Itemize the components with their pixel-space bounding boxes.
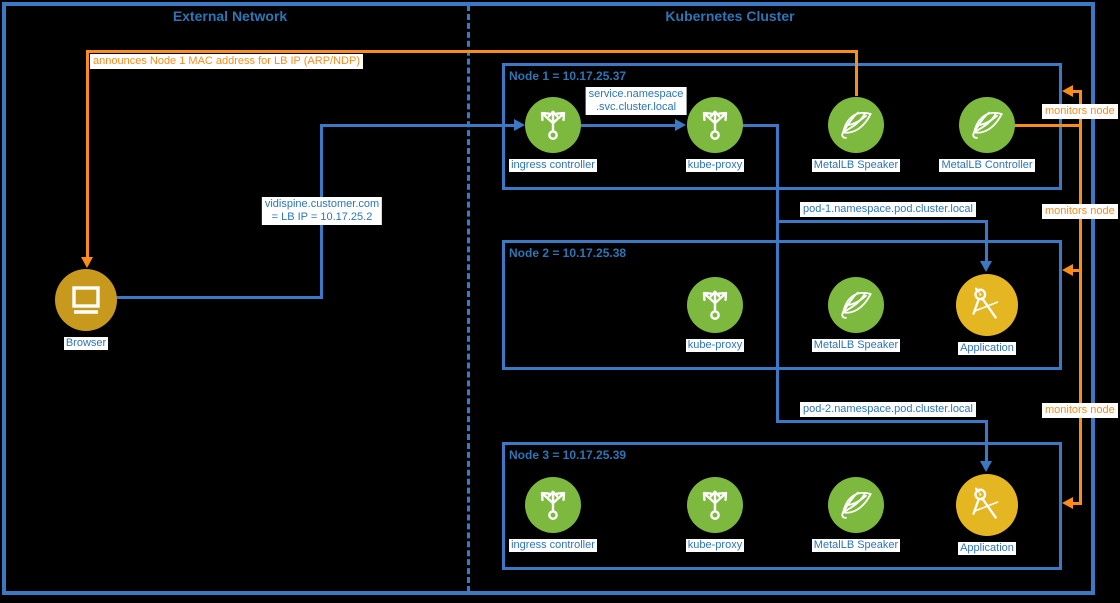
node1-metallb-controller: MetalLB Controller xyxy=(922,97,1052,173)
node-2-box: Node 2 = 10.17.25.38 xyxy=(502,240,1062,370)
metallb-icon xyxy=(959,97,1015,153)
application-icon xyxy=(956,474,1018,536)
kubernetes-cluster-title: Kubernetes Cluster xyxy=(665,8,795,24)
pod1-dns-label: pod-1.namespace.pod.cluster.local xyxy=(800,202,976,217)
load-balancer-icon xyxy=(687,97,743,153)
load-balancer-icon xyxy=(687,277,743,333)
component-label: kube-proxy xyxy=(685,539,745,552)
edge-monitors-node1-stub xyxy=(1072,90,1082,93)
metallb-icon xyxy=(828,277,884,333)
node2-application: Application xyxy=(922,274,1052,356)
edge-pod1-vertical xyxy=(985,220,988,262)
edge-monitors-node2-stub xyxy=(1072,269,1082,272)
monitors-node3-label: monitors node xyxy=(1042,403,1118,418)
edge-announce-horizontal xyxy=(86,50,858,53)
node-2-title: Node 2 = 10.17.25.38 xyxy=(509,246,627,260)
diagram-outer-frame xyxy=(2,2,1095,595)
edge-pod2-horizontal xyxy=(776,420,988,423)
node3-metallb-speaker: MetalLB Speaker xyxy=(791,477,921,553)
edge-to-ingress xyxy=(320,124,515,127)
component-label: kube-proxy xyxy=(685,339,745,352)
edge-monitors-from-controller xyxy=(1015,124,1081,127)
edge-main-vertical xyxy=(776,124,779,423)
load-balancer-icon xyxy=(525,97,581,153)
network-boundary-divider xyxy=(467,5,470,592)
load-balancer-icon xyxy=(525,477,581,533)
arrowhead-into-browser xyxy=(81,257,93,268)
service-dns-line2: .svc.cluster.local xyxy=(595,101,677,113)
service-dns-line1: service.namespace xyxy=(588,88,684,100)
edge-ingress-to-kubeproxy xyxy=(581,124,675,127)
browser-icon xyxy=(55,269,117,331)
edge-announce-vertical xyxy=(86,50,89,258)
monitors-node2-label: monitors node xyxy=(1042,204,1118,219)
arrowhead-monitors-node3 xyxy=(1062,497,1073,509)
component-label: ingress controller xyxy=(509,539,597,552)
arrowhead-monitors-node2 xyxy=(1062,264,1073,276)
edge-pod2-vertical xyxy=(985,420,988,462)
node-1-title: Node 1 = 10.17.25.37 xyxy=(509,69,627,83)
node1-kube-proxy: kube-proxy xyxy=(650,97,780,173)
edge-pod1-horizontal xyxy=(776,220,988,223)
component-label: MetalLB Speaker xyxy=(811,539,901,552)
edge-announce-from-speaker xyxy=(855,50,858,96)
browser-label: Browser xyxy=(63,337,109,350)
component-label: kube-proxy xyxy=(685,159,745,172)
node-3-box: Node 3 = 10.17.25.39 xyxy=(502,442,1062,570)
component-label: Application xyxy=(958,542,1016,555)
vidispine-dns-label: vidispine.customer.com = LB IP = 10.17.2… xyxy=(261,197,383,225)
node-3-title: Node 3 = 10.17.25.39 xyxy=(509,448,627,462)
metallb-icon xyxy=(828,477,884,533)
metallb-icon xyxy=(828,97,884,153)
component-label: ingress controller xyxy=(509,159,597,172)
browser-node: Browser xyxy=(21,269,151,351)
vidispine-line2: = LB IP = 10.17.25.2 xyxy=(271,211,373,223)
node1-metallb-speaker: MetalLB Speaker xyxy=(791,97,921,173)
node3-kube-proxy: kube-proxy xyxy=(650,477,780,553)
announce-edge-label: announces Node 1 MAC address for LB IP (… xyxy=(90,54,363,69)
arrowhead-into-kubeproxy xyxy=(675,119,686,131)
service-dns-label: service.namespace .svc.cluster.local xyxy=(585,87,687,115)
node2-kube-proxy: kube-proxy xyxy=(650,277,780,353)
edge-monitors-vertical xyxy=(1079,90,1082,504)
arrowhead-into-ingress xyxy=(514,119,525,131)
node3-ingress-controller: ingress controller xyxy=(488,477,618,553)
edge-monitors-node3-stub xyxy=(1072,502,1082,505)
edge-kubeproxy-out xyxy=(739,124,778,127)
node1-ingress-controller: ingress controller xyxy=(488,97,618,173)
vidispine-line1: vidispine.customer.com xyxy=(264,198,380,210)
edge-browser-horizontal xyxy=(116,296,323,299)
monitors-node1-label: monitors node xyxy=(1042,104,1118,119)
component-label: MetalLB Controller xyxy=(939,159,1035,172)
arrowhead-into-application-node2 xyxy=(980,261,992,272)
arrowhead-into-application-node3 xyxy=(980,461,992,472)
external-network-title: External Network xyxy=(172,8,288,24)
component-label: Application xyxy=(958,342,1016,355)
application-icon xyxy=(956,274,1018,336)
arrowhead-monitors-node1 xyxy=(1062,85,1073,97)
load-balancer-icon xyxy=(687,477,743,533)
pod2-dns-label: pod-2.namespace.pod.cluster.local xyxy=(800,402,976,417)
node3-application: Application xyxy=(922,474,1052,556)
component-label: MetalLB Speaker xyxy=(811,159,901,172)
node2-metallb-speaker: MetalLB Speaker xyxy=(791,277,921,353)
component-label: MetalLB Speaker xyxy=(811,339,901,352)
